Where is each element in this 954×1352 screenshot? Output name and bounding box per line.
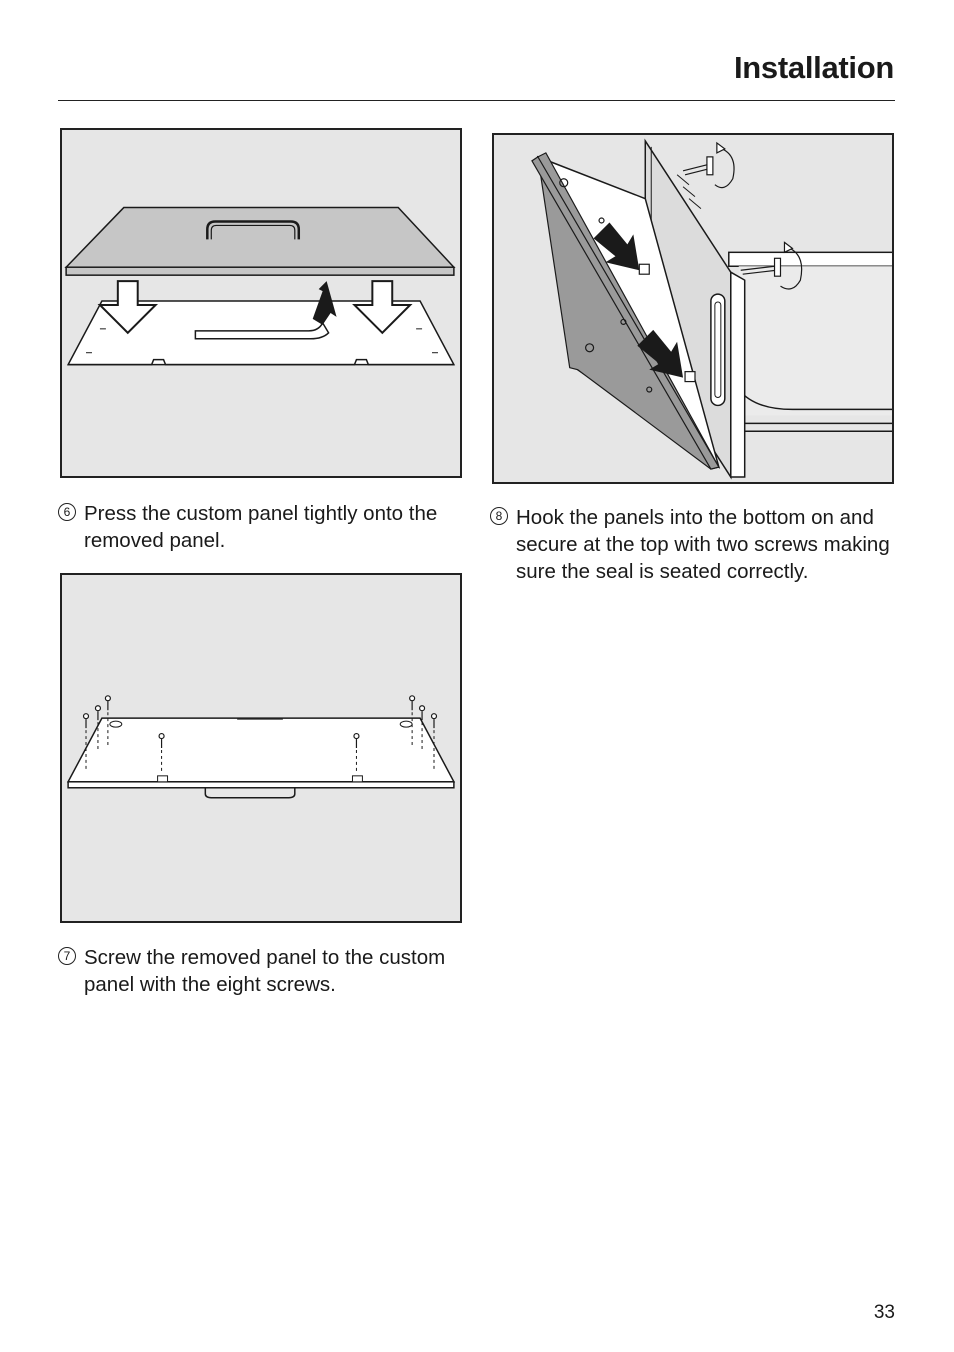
step-6: 6 Press the custom panel tightly onto th… [58,500,458,554]
illustration-hook-panels [531,138,892,480]
page-title: Installation [733,50,894,85]
step-8: 8 Hook the panels into the bottom on and… [490,504,890,585]
illustration-press-panel [64,206,456,366]
step-7: 7 Screw the removed panel to the custom … [58,944,458,998]
step-text: Hook the panels into the bottom on and s… [516,506,890,583]
figure-screw-panels [60,573,462,923]
page-number: 33 [873,1302,895,1323]
step-text: Press the custom panel tightly onto the … [84,502,438,552]
figure-press-panel [60,128,462,478]
title-rule [58,100,895,101]
step-number-badge: 8 [490,507,508,525]
step-number-badge: 6 [58,503,76,521]
figure-hook-panels [492,133,894,484]
illustration-screw-panels [66,695,456,799]
step-number-badge: 7 [58,947,76,965]
step-text: Screw the removed panel to the custom pa… [84,946,446,996]
